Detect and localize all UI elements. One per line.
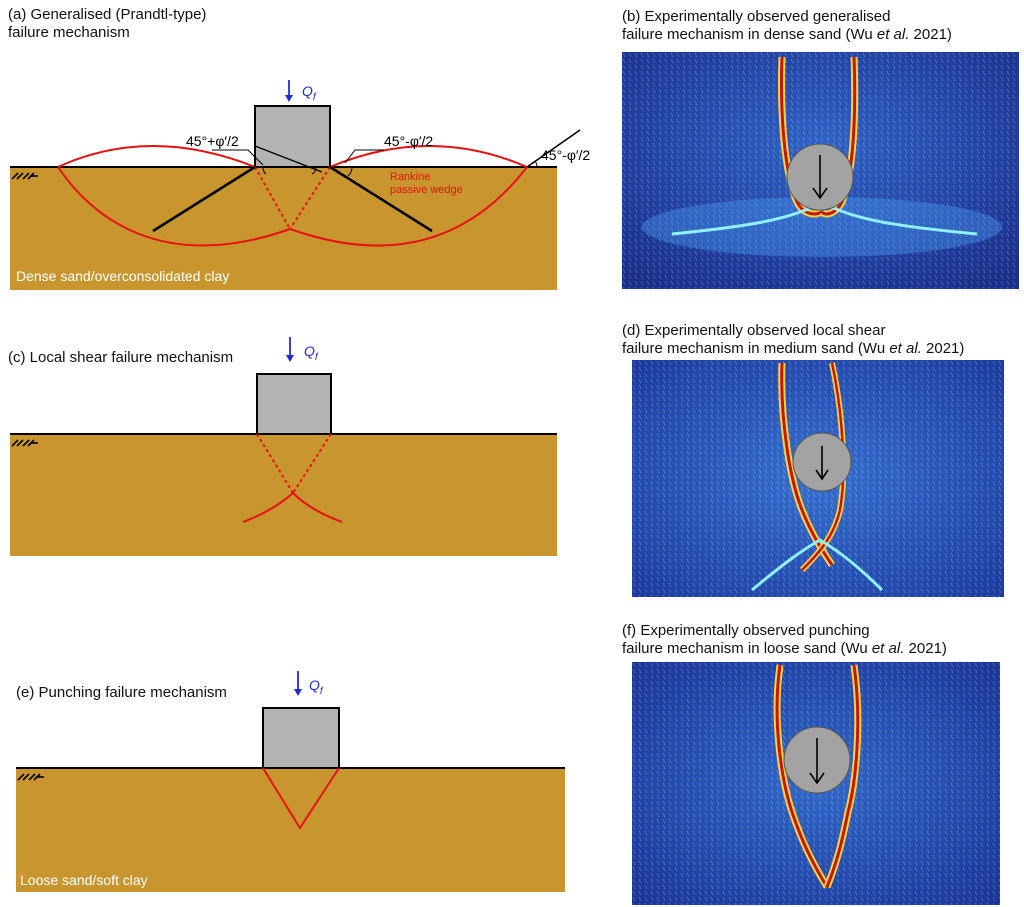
angle-arc-4	[534, 160, 538, 168]
caption-panel-f: (f) Experimentally observed punching fai…	[622, 622, 947, 657]
shear-band-right-core	[825, 664, 860, 888]
angle-label-right: 45°-φ′/2	[541, 147, 590, 163]
caption-panel-c: (c) Local shear failure mechanism	[8, 349, 234, 366]
field-image-d	[632, 360, 1004, 597]
diagram-panel-c: Qf	[10, 337, 557, 556]
wedge-label: Rankine passive wedge	[390, 171, 463, 196]
load-label: Qf	[304, 343, 319, 363]
log-spiral-right	[289, 166, 528, 247]
soil-layer	[10, 434, 557, 556]
slip-curve-b	[292, 492, 343, 523]
punching-wedge	[262, 767, 340, 830]
angle-arc-2	[311, 166, 317, 175]
field-image-b	[622, 52, 1019, 289]
soil-label: Loose sand/soft clay	[20, 872, 148, 888]
soil-label: Dense sand/overconsolidated clay	[16, 268, 229, 284]
slip-curve-a	[242, 492, 294, 523]
diagram-panel-e: Qf Loose sand/soft clay	[16, 671, 565, 892]
angle-line-right	[526, 129, 581, 168]
shear-line-right	[329, 165, 433, 233]
active-wedge-right	[289, 166, 331, 230]
caption-panel-b: (b) Experimentally observed generalised …	[622, 8, 952, 43]
diagonal-line	[254, 145, 323, 173]
caption-panel-e: (e) Punching failure mechanism	[16, 684, 227, 701]
shear-band-right-core	[801, 362, 845, 571]
load-label: Qf	[309, 677, 324, 697]
leader-mid	[344, 149, 384, 164]
field-glow	[642, 197, 1002, 257]
diagram-panel-a: Qf 45°+φ′/2 45°-φ′/2 45°-φ′/2 Rankine pa…	[10, 80, 590, 290]
load-label: Qf	[302, 83, 317, 103]
ground-hatch-icon	[17, 773, 44, 781]
caption-panel-a: (a) Generalised (Prandtl-type) failure m…	[8, 6, 207, 41]
angle-label-left: 45°+φ′/2	[186, 133, 239, 149]
load-arrow-icon	[285, 80, 293, 102]
caption-panel-d: (d) Experimentally observed local shear …	[622, 322, 965, 357]
down-arrow-icon	[809, 738, 825, 785]
failure-arc-left	[57, 145, 256, 168]
footing	[254, 105, 331, 168]
field-image-f	[632, 662, 1000, 905]
angle-label-mid: 45°-φ′/2	[384, 133, 433, 149]
ground-hatch-icon	[11, 172, 38, 180]
failure-arc-right	[329, 145, 528, 168]
log-spiral-left	[57, 166, 291, 247]
angle-arc-3	[347, 166, 353, 177]
leader-left	[212, 149, 264, 166]
down-arrow-icon	[812, 155, 828, 200]
load-arrow-icon	[286, 337, 294, 362]
slip-surface	[751, 538, 884, 592]
shear-line-left	[152, 165, 256, 233]
footing	[262, 707, 340, 769]
footing	[256, 373, 332, 435]
angle-arc-1	[262, 166, 267, 175]
down-arrow-icon	[815, 446, 829, 481]
shear-band-left-core	[775, 664, 829, 888]
load-arrow-icon	[294, 671, 302, 696]
ground-hatch-icon	[11, 439, 38, 447]
soil-layer	[16, 768, 565, 892]
soil-layer	[10, 167, 557, 290]
